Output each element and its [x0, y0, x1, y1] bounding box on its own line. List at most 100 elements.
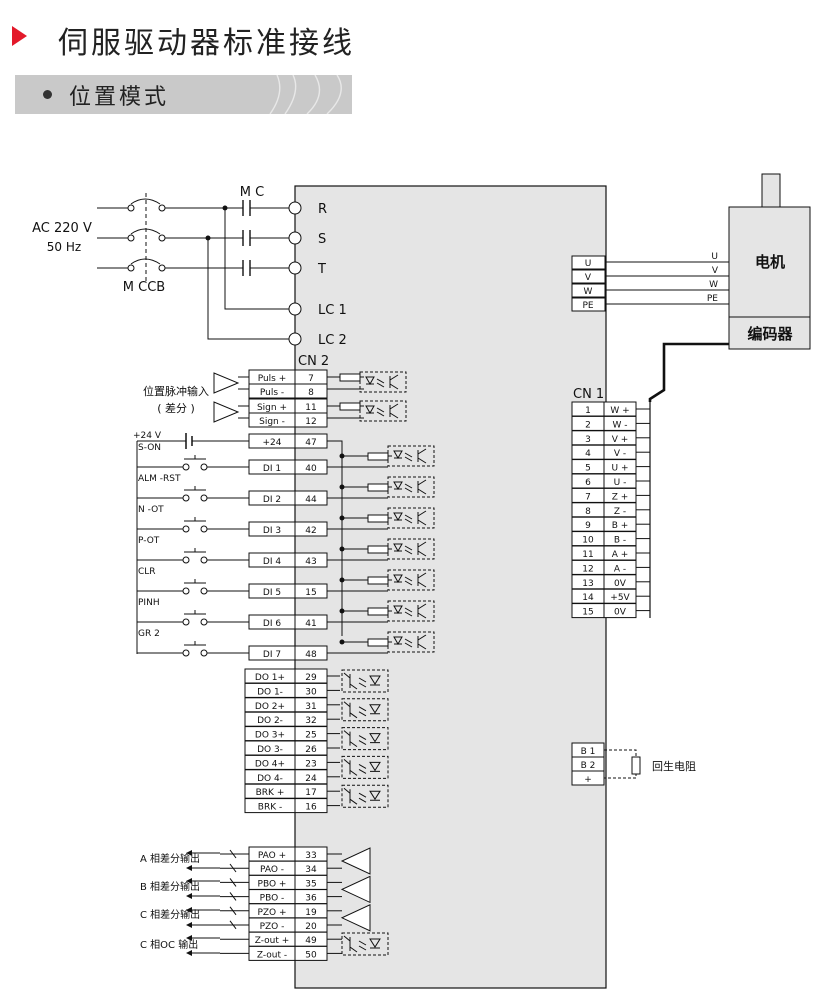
pin-name: BRK -: [258, 803, 282, 813]
pin-number: 49: [305, 936, 317, 946]
opto-stroke: [393, 512, 403, 522]
pin-name: Z-out -: [257, 950, 287, 960]
pin-number: 8: [308, 388, 314, 398]
pin-number: 12: [305, 417, 316, 427]
power-terminal-1: [288, 231, 302, 245]
opto-frame: [387, 507, 435, 529]
power-terminal-label-4: LC 2: [318, 333, 347, 348]
pin-name: DO 4+: [255, 759, 285, 769]
pin-number: 40: [305, 464, 317, 474]
optocoupler-icon: [341, 784, 389, 808]
arrow-left-icon: [186, 893, 192, 899]
opto-stroke: [393, 543, 403, 553]
breaker-label: M CCB: [123, 280, 165, 295]
switch-contact: [200, 649, 208, 657]
pin-number: 32: [305, 716, 316, 726]
di-signal-label: CLR: [138, 567, 156, 577]
opto-stroke: [358, 940, 367, 951]
pin-name: DO 2-: [257, 716, 283, 726]
pin-name: DI 4: [263, 557, 281, 567]
switch-contact: [182, 649, 190, 657]
power-terminal-label-0: R: [318, 202, 327, 217]
opto-stroke: [417, 479, 427, 495]
opto-stroke: [358, 677, 367, 688]
cn1-pin-number: 9: [585, 521, 591, 531]
breaker-arc-icon: [130, 258, 161, 265]
pin-name: PAO +: [258, 851, 286, 861]
cn1-pin-number: 4: [585, 449, 591, 459]
optocoupler-icon: [387, 507, 435, 529]
optocoupler-icon: [341, 727, 389, 751]
optocoupler-icon: [387, 445, 435, 467]
opto-frame: [387, 569, 435, 591]
power-terminal-label-2: T: [317, 262, 326, 277]
contactor-label: M C: [240, 185, 264, 200]
pin-number: 11: [305, 403, 316, 413]
arrow-left-icon: [186, 922, 192, 928]
motor-pin-label: V: [585, 273, 592, 283]
cn1-pin-name: A -: [614, 564, 626, 574]
pin-number: 16: [305, 803, 317, 813]
opto-frame: [359, 400, 407, 422]
pin-number: 29: [305, 673, 317, 683]
optocoupler-icon: [341, 755, 389, 779]
cn1-pin-number: 14: [582, 593, 594, 603]
cn1-pin-name: W +: [610, 406, 629, 416]
breaker-contact: [158, 204, 166, 212]
cn1-pin-number: 5: [585, 464, 591, 474]
opto-stroke: [417, 603, 427, 619]
motor-wire-label: V: [712, 266, 719, 276]
opto-stroke: [358, 792, 367, 803]
opto-stroke: [343, 730, 358, 748]
pin-name: DO 1+: [255, 673, 285, 683]
pin-number: 47: [305, 438, 316, 448]
breaker-contact: [158, 234, 166, 242]
cn1-pin-name: V +: [612, 435, 629, 445]
twisted-pair-mark: [229, 878, 237, 887]
cn1-pin-number: 2: [585, 420, 591, 430]
arrow-left-icon: [186, 865, 192, 871]
encoder-cable: [648, 342, 729, 402]
pin-number: 42: [305, 526, 316, 536]
optocoupler-icon: [341, 932, 389, 956]
opto-stroke: [404, 483, 413, 493]
pin-name: PZO -: [260, 922, 285, 932]
supply-label: +24 V: [133, 431, 162, 441]
output-label: C 相OC 输出: [140, 938, 198, 951]
opto-stroke: [417, 541, 427, 557]
breaker-contact: [127, 234, 135, 242]
opto-stroke: [393, 481, 403, 491]
motor-shaft: [761, 173, 781, 208]
opto-frame: [387, 445, 435, 467]
pin-name: Z-out +: [255, 936, 290, 946]
output-driver-icon: [340, 875, 371, 904]
cn1-pin-number: 12: [582, 564, 593, 574]
opto-stroke: [358, 706, 367, 717]
pin-name: DO 3-: [257, 745, 283, 755]
resistor-icon: [339, 373, 361, 382]
opto-stroke: [393, 605, 403, 615]
cn1-pin-number: 15: [582, 608, 593, 618]
cn1-pin-number: 13: [582, 579, 593, 589]
pin-name: BRK +: [256, 788, 285, 798]
motor-body: [728, 206, 811, 318]
optocoupler-icon: [359, 371, 407, 393]
optocoupler-icon: [359, 400, 407, 422]
motor-label: 电机: [755, 253, 785, 271]
arrow-left-icon: [186, 950, 192, 956]
opto-stroke: [404, 514, 413, 524]
mode-title: 位置模式: [69, 85, 170, 110]
output-driver-icon: [340, 904, 371, 932]
resistor-icon: [367, 576, 389, 585]
encoder-body: [728, 316, 811, 350]
opto-stroke: [369, 733, 381, 744]
pin-name: DO 4-: [257, 774, 283, 784]
motor-wire-label: W: [709, 280, 718, 290]
motor-wire-label: U: [711, 252, 718, 262]
cn1-pin-name: V -: [614, 449, 626, 459]
arrow-left-icon: [186, 878, 192, 884]
opto-frame: [359, 371, 407, 393]
optocoupler-icon: [387, 538, 435, 560]
cn1-pin-name: B -: [614, 536, 626, 546]
pulse-input-sub: ( 差分 ): [157, 401, 195, 415]
